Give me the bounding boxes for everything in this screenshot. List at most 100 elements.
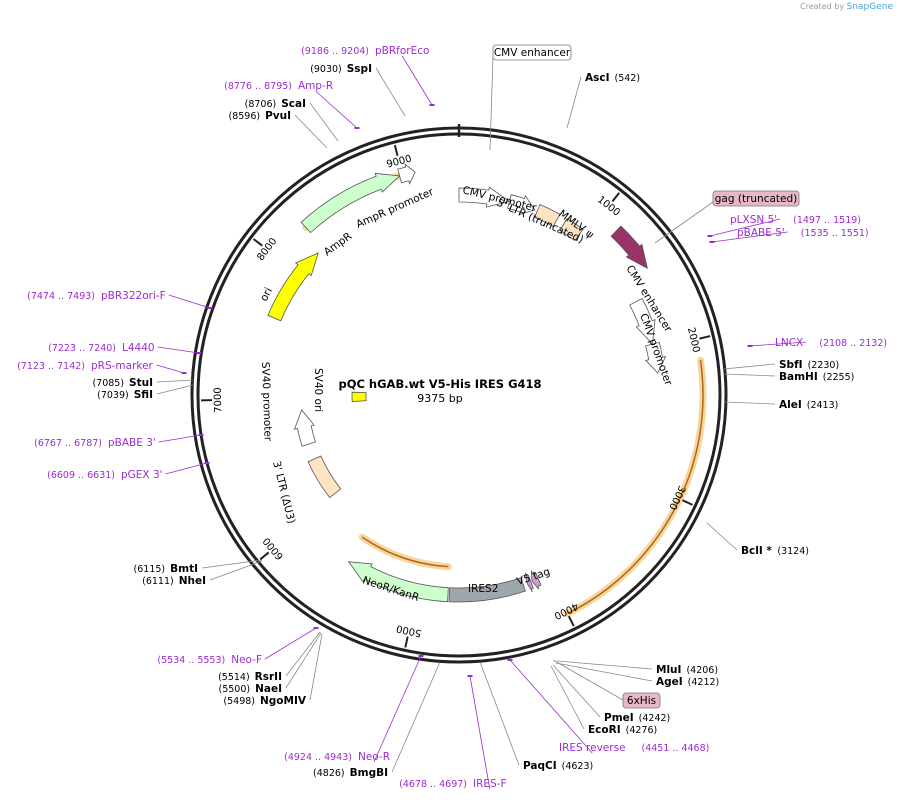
feature-sv40-promoter[interactable]	[293, 409, 316, 447]
primer[interactable]: Amp-R(8776 .. 8795)	[224, 80, 333, 92]
primer[interactable]: (6609 .. 6631)pGEX 3'	[47, 469, 162, 481]
enzyme-leader	[723, 363, 776, 370]
enzyme-name: AleI	[779, 399, 802, 411]
feature-cmv-enhancer[interactable]	[629, 297, 656, 346]
enzyme-leader	[479, 661, 520, 766]
enzyme-leader	[375, 67, 406, 117]
label-sv40-promoter: SV40 promoter	[259, 362, 274, 442]
primer-leader	[373, 655, 422, 763]
orf-line	[567, 360, 704, 615]
feature-v5-tag[interactable]	[530, 570, 542, 590]
primer-name: LNCX	[775, 337, 803, 349]
tick-8000	[252, 238, 263, 247]
enzyme-site[interactable]: NaeI(5500)	[219, 683, 283, 695]
enzyme-site[interactable]: AleI(2413)	[779, 399, 838, 411]
features	[267, 163, 667, 603]
credit-prefix: Created by	[800, 2, 845, 11]
feature-mmlv-[interactable]	[559, 217, 584, 242]
feature-gag-truncated-[interactable]	[610, 225, 648, 270]
primer[interactable]: (7223 .. 7240)L4440	[48, 342, 154, 354]
enzyme-name: EcoRI	[588, 724, 621, 736]
leader-line	[552, 659, 624, 701]
svg-text:gag (truncated): gag (truncated)	[715, 193, 798, 205]
primer[interactable]: (6767 .. 6787)pBABE 3'	[34, 437, 156, 449]
enzyme-site[interactable]: ScaI(8706)	[245, 98, 306, 110]
box-gag: gag (truncated)	[712, 190, 800, 207]
primer-leader	[158, 434, 202, 443]
enzyme-site[interactable]: SbfI(2230)	[779, 359, 839, 371]
primer[interactable]: pBRforEco(9186 .. 9204)	[301, 45, 429, 57]
label-ires2: IRES2	[468, 583, 498, 595]
enzyme-leader	[209, 560, 263, 581]
feature-6xhis[interactable]	[524, 572, 534, 592]
enzyme-site[interactable]: PaqCI(4623)	[523, 760, 593, 772]
enzyme-pos: (4242)	[639, 713, 671, 724]
enzyme-site[interactable]: StuI(7085)	[92, 377, 153, 389]
enzyme-site[interactable]: BclI *(3124)	[741, 545, 809, 557]
feature-cmv-enhancer[interactable]	[458, 186, 511, 208]
primer[interactable]: IRES-F(4678 .. 4697)	[399, 778, 506, 790]
primer[interactable]: LNCX(2108 .. 2132)	[775, 337, 887, 349]
primer-leader	[709, 218, 781, 237]
enzyme-site[interactable]: PmeI (4242)	[604, 712, 670, 724]
feature-neor-kanr[interactable]	[347, 561, 449, 603]
feature-3-ltr-u3-[interactable]	[307, 455, 342, 499]
enzyme-site[interactable]: BamHI(2255)	[779, 371, 854, 383]
primer-mark	[707, 235, 713, 237]
enzyme-leader	[724, 401, 776, 405]
plasmid-length: 9375 bp	[417, 392, 462, 405]
enzyme-site[interactable]: BmgBI(4826)	[313, 767, 388, 779]
feature-ampr-promoter[interactable]	[397, 163, 416, 185]
primer[interactable]: IRES reverse(4451 .. 4468)	[559, 742, 709, 754]
enzyme-site[interactable]: AgeI (4212)	[656, 676, 719, 688]
snapgene-logo: SnapGene	[846, 2, 893, 12]
primer[interactable]: (7123 .. 7142)pRS-marker	[17, 360, 153, 372]
enzyme-site[interactable]: PvuI(8596)	[228, 110, 291, 122]
label-3-ltr: 3' LTR (ΔU3)	[270, 460, 297, 525]
primer[interactable]: pBABE 5'(1535 .. 1551)	[737, 227, 869, 239]
enzyme-site[interactable]: EcoRI(4276)	[588, 724, 657, 736]
feature-cmv-promoter[interactable]	[507, 194, 536, 216]
primer-name: pBABE 3'	[108, 437, 156, 449]
feature-ori[interactable]	[267, 252, 319, 322]
enzyme-site[interactable]: RsrII(5514)	[218, 671, 282, 683]
primer[interactable]: pLXSN 5'(1497 .. 1519)	[730, 214, 861, 226]
enzyme-leader	[309, 102, 339, 142]
enzyme-site[interactable]: SspI(9030)	[310, 63, 372, 75]
label-v5-tag: V5 tag	[515, 566, 551, 588]
enzyme-leader	[391, 661, 441, 773]
leader-line	[489, 55, 494, 151]
primer[interactable]: (7474 .. 7493)pBR322ori-F	[27, 290, 166, 302]
feature-ampr[interactable]	[300, 172, 401, 234]
primer-range: (7123 .. 7142)	[17, 361, 85, 372]
primer[interactable]: Neo-R(4924 .. 4943)	[284, 751, 390, 763]
feature-ires2[interactable]	[448, 577, 526, 603]
enzyme-site[interactable]: NgoMIV(5498)	[223, 695, 306, 707]
enzyme-leader	[556, 660, 653, 670]
feature-5-ltr-truncated-[interactable]	[534, 203, 561, 228]
primer-mark	[467, 675, 473, 677]
primer[interactable]: Neo-F(5534 .. 5553)	[157, 654, 262, 666]
enzyme-leader	[566, 76, 582, 129]
tick-label: 6000	[261, 535, 286, 562]
primer-range: (4678 .. 4697)	[399, 779, 467, 790]
primer-range: (7223 .. 7240)	[48, 343, 116, 354]
feature-sv40-ori[interactable]	[351, 391, 367, 402]
primer-range: (4451 .. 4468)	[642, 743, 710, 754]
enzyme-pos: (8596)	[228, 111, 260, 122]
enzyme-name: PmeI	[604, 712, 634, 724]
enzyme-site[interactable]: SfiI(7039)	[97, 389, 153, 401]
enzyme-leader	[156, 379, 194, 383]
enzyme-pos: (8706)	[245, 99, 277, 110]
feature-cmv-promoter[interactable]	[645, 341, 667, 374]
primer-mark	[207, 307, 213, 309]
label-sv40-ori: SV40 ori	[312, 368, 324, 412]
enzyme-site[interactable]: MluI(4206)	[656, 664, 718, 676]
enzyme-site[interactable]: AscI(542)	[585, 72, 640, 84]
enzyme-site[interactable]: NheI(6111)	[142, 575, 206, 587]
enzyme-name: AgeI	[656, 676, 683, 688]
enzyme-name: RsrII	[255, 671, 282, 683]
enzyme-pos: (4212)	[688, 677, 720, 688]
enzyme-site[interactable]: BmtI(6115)	[134, 563, 198, 575]
